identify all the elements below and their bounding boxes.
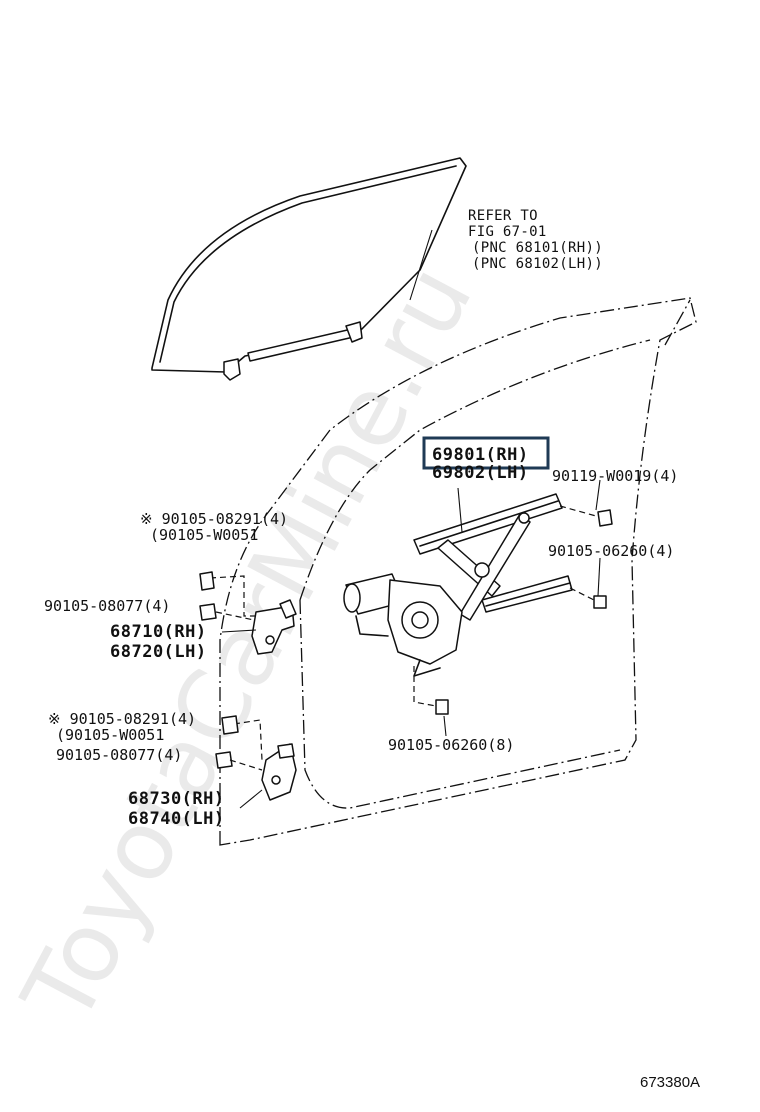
label-68710: 68710(RH) bbox=[110, 622, 207, 642]
label-upper-08077: 90105-08077(4) bbox=[44, 597, 170, 615]
label-06260-8: 90105-06260(8) bbox=[388, 736, 514, 754]
label-upper-w0051: (90105-W0051 bbox=[150, 526, 258, 544]
label-68740: 68740(LH) bbox=[128, 809, 225, 829]
figure-id: 673380A bbox=[640, 1074, 700, 1091]
refer-line4: (PNC 68102(LH)) bbox=[472, 256, 603, 272]
refer-line1: REFER TO bbox=[468, 208, 538, 224]
door-glass bbox=[151, 157, 467, 381]
refer-leader bbox=[409, 229, 433, 301]
label-90119: 90119-W0019(4) bbox=[552, 467, 678, 485]
bolt-06260-4 bbox=[569, 557, 607, 609]
label-68720: 68720(LH) bbox=[110, 642, 207, 662]
bolt-90119 bbox=[559, 479, 613, 527]
label-upper-08291: ※ 90105-08291(4) bbox=[140, 510, 288, 528]
label-lower-08077: 90105-08077(4) bbox=[56, 746, 182, 764]
upper-hinge bbox=[199, 571, 297, 655]
refer-line3: (PNC 68101(RH)) bbox=[472, 240, 603, 256]
label-69801: 69801(RH) bbox=[432, 445, 529, 465]
label-06260-4: 90105-06260(4) bbox=[548, 542, 674, 560]
bolt-06260-8 bbox=[413, 666, 449, 737]
label-lower-w0051: (90105-W0051 bbox=[56, 726, 164, 744]
lower-hinge bbox=[215, 715, 297, 809]
door-frame bbox=[219, 297, 697, 846]
refer-note: REFER TO FIG 67-01 (PNC 68101(RH)) (PNC … bbox=[468, 208, 603, 272]
highlight-box bbox=[422, 436, 550, 470]
label-lower-08291: ※ 90105-08291(4) bbox=[48, 710, 196, 728]
label-68730: 68730(RH) bbox=[128, 789, 225, 809]
window-regulator bbox=[343, 493, 573, 677]
label-69802: 69802(LH) bbox=[432, 463, 529, 483]
refer-line2: FIG 67-01 bbox=[468, 224, 547, 240]
